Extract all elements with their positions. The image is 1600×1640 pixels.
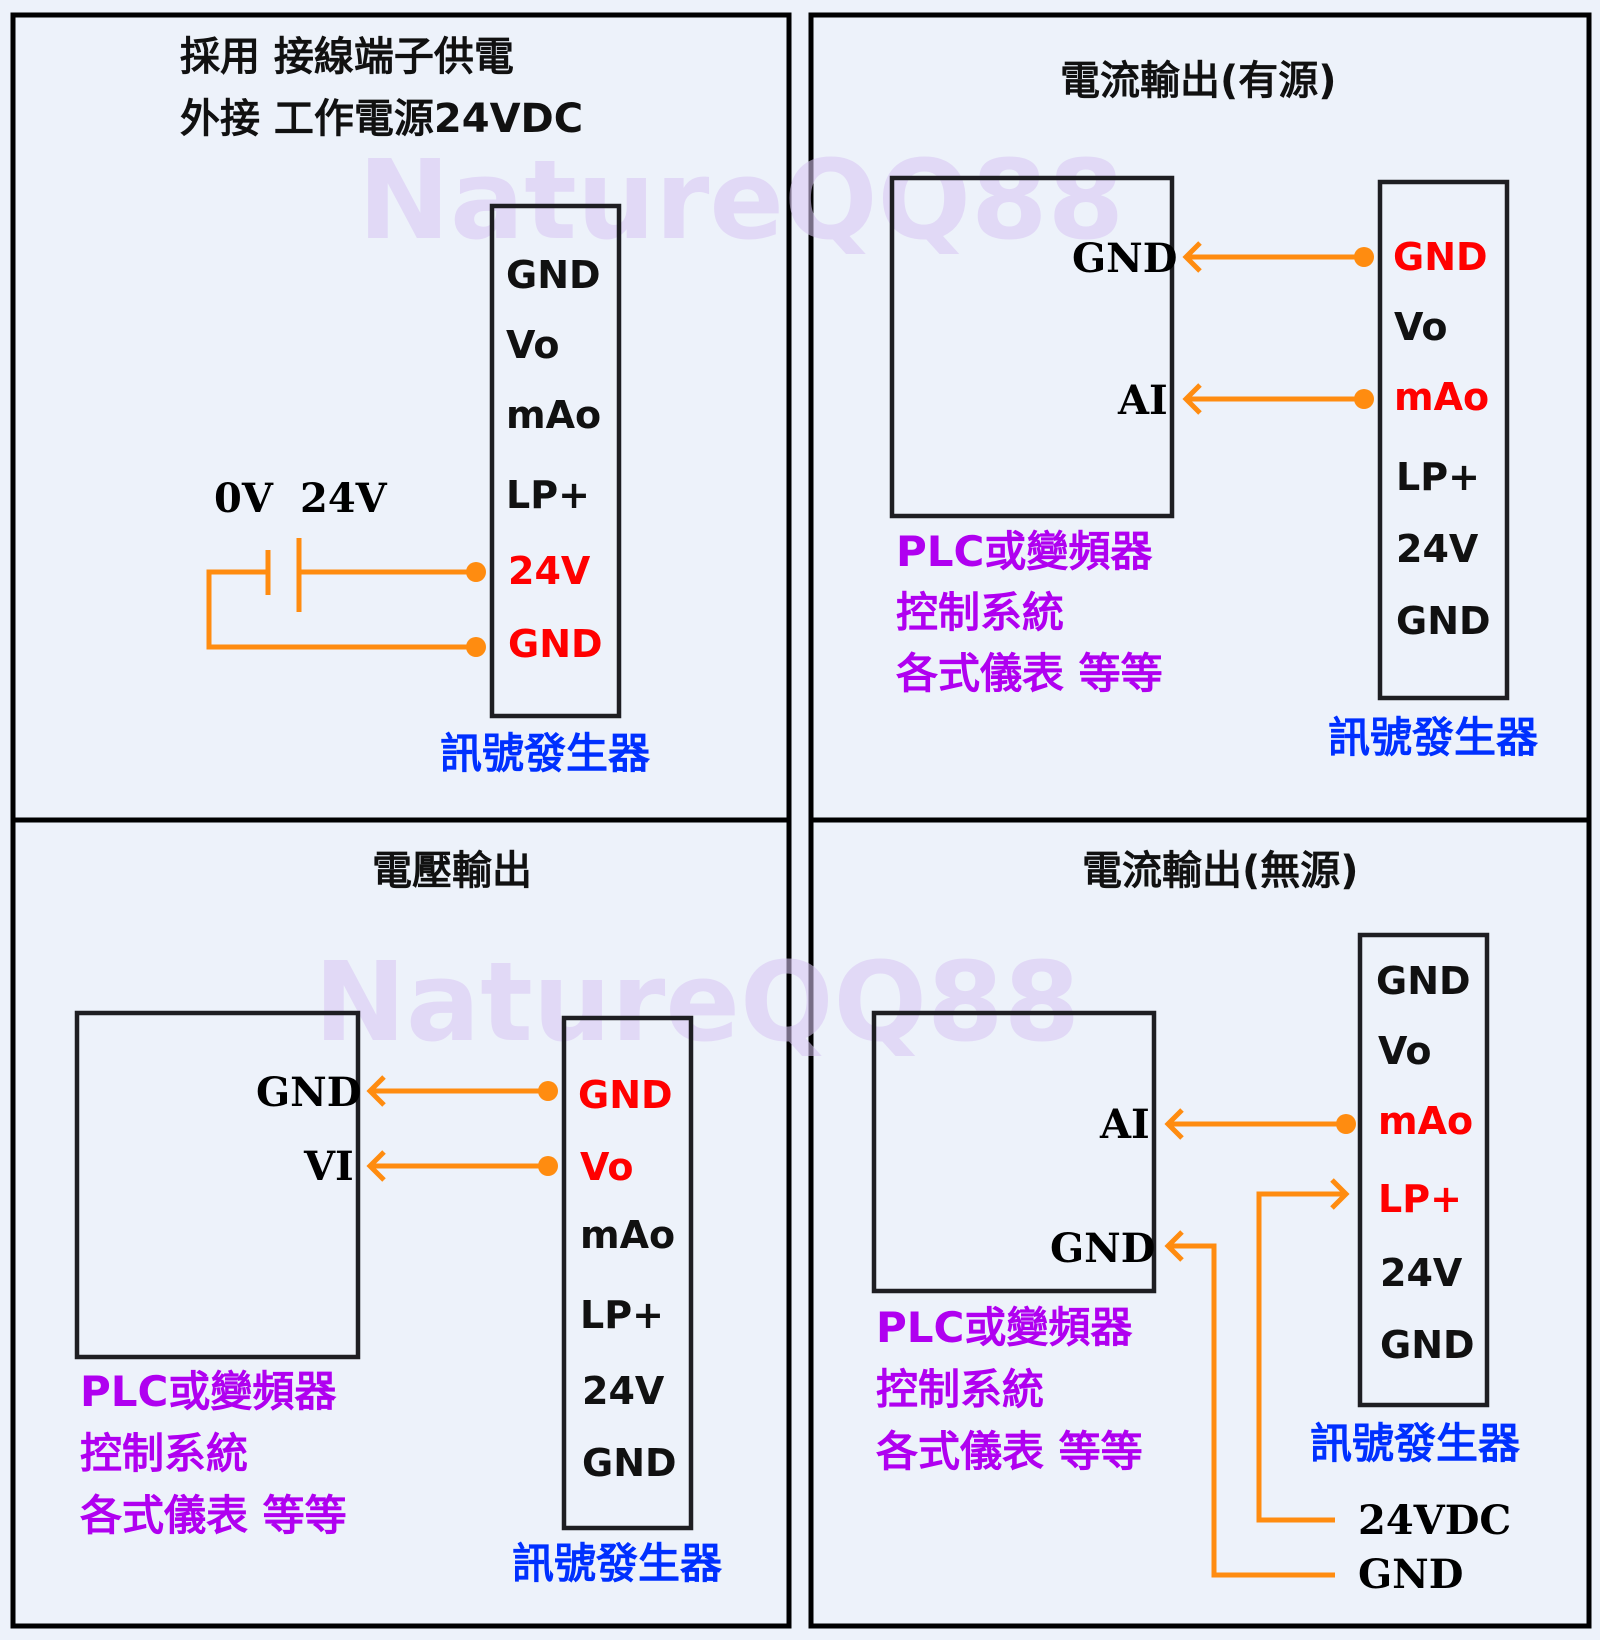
- terminal-pin-gnd: GND: [1376, 959, 1471, 1003]
- terminal-pin-mao: mAo: [1378, 1099, 1473, 1143]
- terminal-pin-gnd: GND: [508, 622, 603, 666]
- terminal-pin-gnd: GND: [1396, 599, 1491, 643]
- terminal-pin-gnd: GND: [1380, 1323, 1475, 1367]
- wire-external-24vdc-to-lp-plus: [1256, 1178, 1350, 1523]
- terminal-pin-lp-plus: LP+: [506, 473, 590, 517]
- panel-title-line-2: 外接 工作電源24VDC: [180, 96, 583, 142]
- signal-generator-terminal-block: [1377, 179, 1510, 701]
- wire-arrow-ai: [1164, 1108, 1356, 1140]
- device-label-line-3: 各式儀表 等等: [896, 649, 1163, 698]
- terminal-pin-24v: 24V: [508, 549, 591, 593]
- panel-voltage-output: [10, 817, 792, 1629]
- terminal-dot: [466, 637, 486, 657]
- wire-external-gnd-to-device-gnd: [1164, 1230, 1335, 1578]
- device-label-line-1: PLC或變頻器: [80, 1367, 337, 1416]
- panel-current-active: [808, 12, 1592, 823]
- device-label-line-2: 控制系統: [80, 1429, 248, 1478]
- wire-arrow-vi: [366, 1150, 558, 1182]
- device-pin-ai: AI: [1117, 377, 1168, 424]
- signal-generator-label: 訊號發生器: [1310, 1419, 1521, 1468]
- external-supply-gnd-label: GND: [1358, 1551, 1463, 1598]
- panel-title: 電流輸出(無源): [1082, 848, 1359, 894]
- panel-title: 電壓輸出: [372, 848, 532, 894]
- terminal-pin-24v: 24V: [582, 1369, 665, 1413]
- battery-label-0v: 0V: [214, 475, 274, 522]
- device-pin-gnd: GND: [1050, 1225, 1155, 1272]
- terminal-pin-gnd: GND: [578, 1073, 673, 1117]
- device-pin-gnd: GND: [1072, 235, 1177, 282]
- device-pin-ai: AI: [1099, 1101, 1150, 1148]
- terminal-pin-vo: Vo: [580, 1145, 633, 1189]
- panel-title: 電流輸出(有源): [1060, 58, 1337, 104]
- device-label-line-1: PLC或變頻器: [896, 527, 1153, 576]
- terminal-pin-lp-plus: LP+: [1378, 1177, 1462, 1221]
- terminal-pin-gnd: GND: [582, 1441, 677, 1485]
- terminal-pin-lp-plus: LP+: [1396, 455, 1480, 499]
- wire-arrow-gnd: [366, 1075, 558, 1107]
- device-pin-gnd: GND: [256, 1069, 361, 1116]
- signal-generator-label: 訊號發生器: [512, 1539, 723, 1588]
- terminal-dot: [466, 562, 486, 582]
- panel-power-supply: [10, 12, 792, 823]
- terminal-pin-vo: Vo: [1394, 305, 1447, 349]
- terminal-pin-vo: Vo: [1378, 1029, 1431, 1073]
- plc-device-box: [871, 1010, 1157, 1294]
- signal-generator-terminal-block: [1357, 932, 1490, 1408]
- device-label-line-3: 各式儀表 等等: [876, 1427, 1143, 1476]
- plc-device-box: [889, 175, 1175, 519]
- terminal-pin-24v: 24V: [1396, 527, 1479, 571]
- panel-title-line-1: 採用 接線端子供電: [180, 34, 514, 80]
- terminal-pin-gnd: GND: [506, 253, 601, 297]
- device-pin-vi: VI: [303, 1143, 354, 1190]
- wire-arrow-ai: [1182, 383, 1374, 415]
- terminal-pin-mao: mAo: [1394, 375, 1489, 419]
- terminal-pin-mao: mAo: [506, 393, 601, 437]
- terminal-pin-vo: Vo: [506, 323, 559, 367]
- wire-gnd: [206, 569, 476, 650]
- battery-label-24v: 24V: [300, 475, 388, 522]
- terminal-pin-24v: 24V: [1380, 1251, 1463, 1295]
- device-label-line-3: 各式儀表 等等: [80, 1491, 347, 1540]
- signal-generator-label: 訊號發生器: [440, 729, 651, 778]
- panel-current-passive: [808, 817, 1592, 1629]
- terminal-pin-mao: mAo: [580, 1213, 675, 1257]
- watermark: NatureQQ88: [314, 938, 1080, 1066]
- wire-arrow-gnd: [1182, 241, 1374, 273]
- device-label-line-2: 控制系統: [896, 588, 1064, 637]
- terminal-pin-gnd: GND: [1393, 235, 1488, 279]
- plc-device-box: [74, 1010, 361, 1360]
- signal-generator-label: 訊號發生器: [1328, 713, 1539, 762]
- device-label-line-1: PLC或變頻器: [876, 1303, 1133, 1352]
- device-label-line-2: 控制系統: [876, 1365, 1044, 1414]
- watermark: NatureQQ88: [358, 136, 1124, 264]
- signal-generator-terminal-block: [561, 1015, 694, 1531]
- signal-generator-terminal-block: [489, 203, 622, 719]
- external-supply-24vdc-label: 24VDC: [1358, 1497, 1511, 1544]
- terminal-pin-lp-plus: LP+: [580, 1293, 664, 1337]
